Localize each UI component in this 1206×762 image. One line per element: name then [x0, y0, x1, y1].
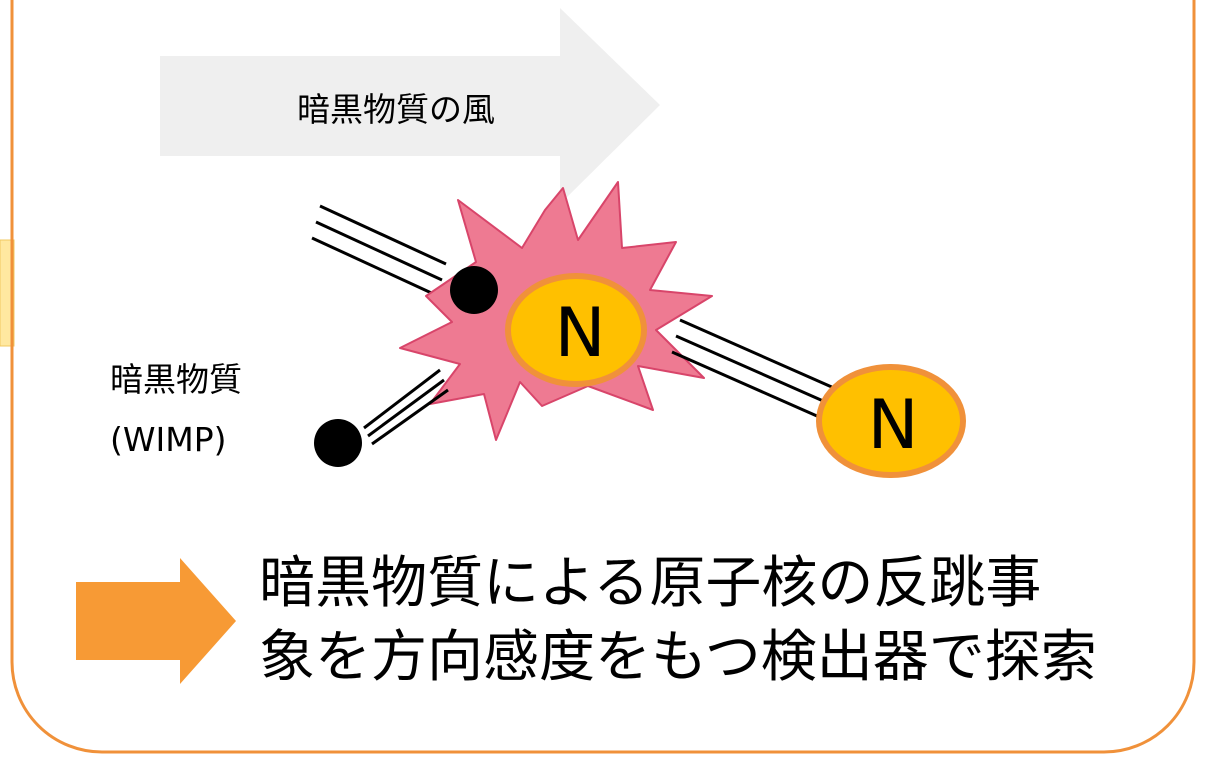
wimp-label-line2: (WIMP) [110, 420, 226, 459]
content-frame [10, 0, 1196, 754]
conclusion-line1: 暗黒物質による原子核の反跳事 [259, 551, 1041, 616]
conclusion-line2: 象を方向感度をもつ検出器で探索 [259, 625, 1097, 690]
conclusion-arrow [76, 558, 236, 684]
incoming-track-upper [311, 204, 447, 298]
recoil-track [671, 318, 835, 422]
nucleus-label: N [555, 294, 606, 373]
nucleus-circle [505, 273, 647, 387]
recoiled-nucleus: N [816, 364, 966, 478]
recoiled-nucleus-circle [816, 364, 966, 478]
wimp-label-line1: 暗黒物質 [110, 360, 242, 399]
wimp-particle-incoming [314, 419, 362, 467]
wind-arrow-label: 暗黒物質の風 [297, 90, 495, 129]
incoming-track-lower [363, 368, 449, 446]
wimp-particle-colliding [450, 266, 498, 314]
wind-arrow-shape [160, 8, 660, 204]
dark-matter-wind-arrow: 暗黒物質の風 [160, 8, 660, 204]
target-nucleus: N [505, 273, 647, 387]
recoiled-nucleus-label: N [868, 386, 919, 465]
conclusion-text: 暗黒物質による原子核の反跳事 象を方向感度をもつ検出器で探索 [259, 551, 1097, 690]
wimp-label: 暗黒物質 (WIMP) [110, 360, 242, 459]
